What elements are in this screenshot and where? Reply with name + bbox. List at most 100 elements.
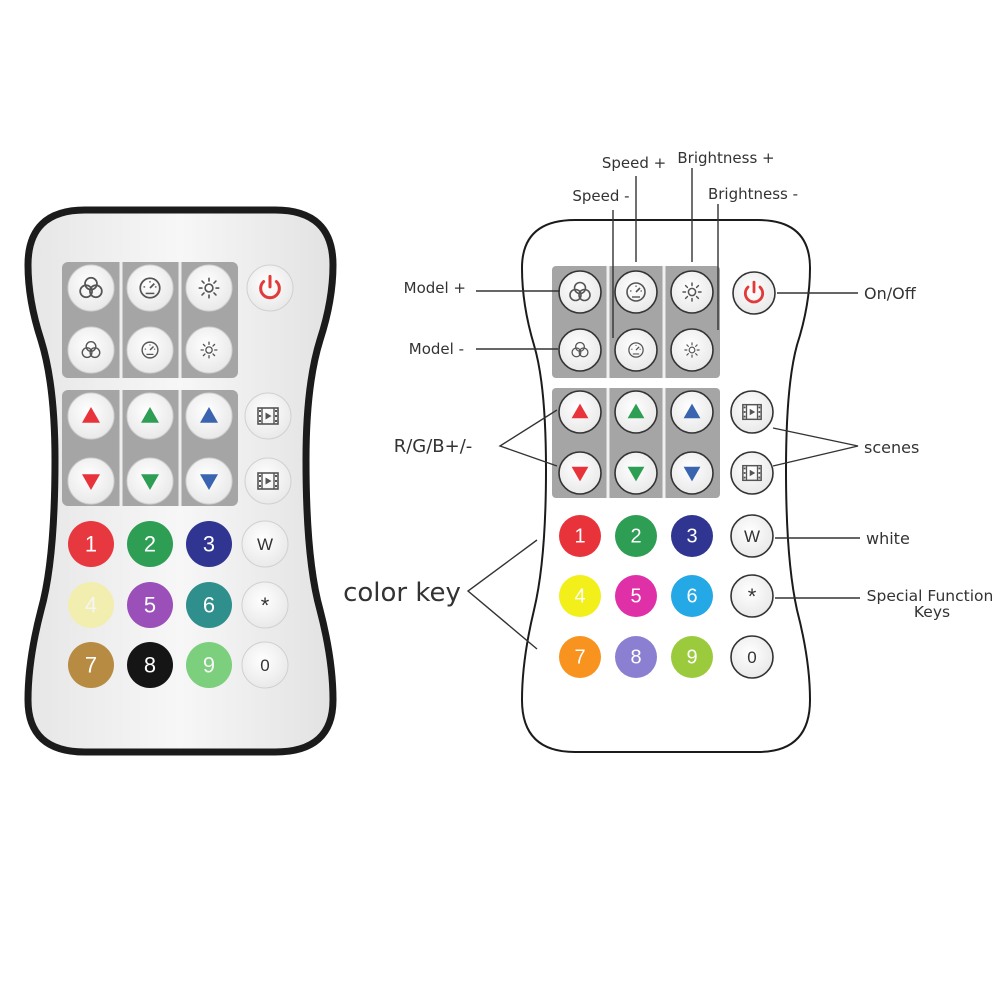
label-brightness-plus: Brightness +	[677, 149, 774, 167]
up-arrow-icon	[683, 403, 701, 419]
callout-lines	[466, 168, 860, 650]
down-arrow-icon	[82, 474, 100, 490]
callout-labels: Speed + Brightness + Speed - Brightness …	[343, 149, 993, 621]
number-key-label: 8	[144, 652, 156, 677]
left-down-key-0[interactable]	[67, 457, 115, 505]
right-special-function-key-label: *	[748, 584, 757, 609]
left-up-key-0[interactable]	[67, 392, 115, 440]
right-up-key-2[interactable]	[670, 390, 714, 434]
right-func-key-0-0[interactable]	[558, 270, 602, 314]
left-scene-button-1[interactable]	[244, 392, 292, 440]
right-number-key-3[interactable]: 3	[671, 515, 713, 557]
left-zero-key[interactable]: 0	[241, 641, 289, 689]
down-arrow-icon	[141, 474, 159, 490]
label-color-key: color key	[343, 578, 461, 608]
down-arrow-icon	[571, 466, 589, 482]
left-down-key-2[interactable]	[185, 457, 233, 505]
label-special-keys: Keys	[914, 603, 950, 621]
right-down-key-1[interactable]	[614, 451, 658, 495]
right-number-key-2[interactable]: 2	[615, 515, 657, 557]
left-number-key-3[interactable]: 3	[186, 521, 232, 567]
left-remote: 1 2 3 4 5 6 7 8 9 W * 0	[24, 206, 337, 756]
up-arrow-icon	[200, 407, 218, 423]
right-number-key-8[interactable]: 8	[615, 636, 657, 678]
left-number-key-6[interactable]: 6	[186, 582, 232, 628]
right-zero-key-label: 0	[747, 648, 756, 667]
right-number-key-4[interactable]: 4	[559, 575, 601, 617]
left-scene-button-2[interactable]	[244, 457, 292, 505]
left-number-key-7[interactable]: 7	[68, 642, 114, 688]
number-key-label: 1	[574, 526, 585, 548]
left-func-key-0-0[interactable]	[67, 264, 115, 312]
left-number-key-5[interactable]: 5	[127, 582, 173, 628]
number-key-label: 4	[574, 586, 585, 608]
left-up-key-2[interactable]	[185, 392, 233, 440]
left-number-key-1[interactable]: 1	[68, 521, 114, 567]
right-down-key-2[interactable]	[670, 451, 714, 495]
number-key-label: 9	[686, 647, 697, 669]
right-white-key[interactable]: W	[730, 514, 774, 558]
right-func-key-0-1[interactable]	[614, 270, 658, 314]
number-key-label: 5	[630, 586, 641, 608]
right-number-key-5[interactable]: 5	[615, 575, 657, 617]
number-key-label: 9	[203, 652, 215, 677]
number-key-label: 5	[144, 592, 156, 617]
left-func-key-1-1[interactable]	[126, 326, 174, 374]
right-number-key-7[interactable]: 7	[559, 636, 601, 678]
number-key-label: 1	[85, 531, 97, 556]
right-scene-button-1[interactable]	[730, 390, 774, 434]
left-number-key-9[interactable]: 9	[186, 642, 232, 688]
up-arrow-icon	[82, 407, 100, 423]
number-key-label: 2	[630, 526, 641, 548]
left-power-button[interactable]	[246, 264, 294, 312]
right-number-key-9[interactable]: 9	[671, 636, 713, 678]
number-key-label: 7	[85, 652, 97, 677]
number-key-label: 3	[203, 531, 215, 556]
right-up-key-1[interactable]	[614, 390, 658, 434]
left-func-key-1-2[interactable]	[185, 326, 233, 374]
right-special-function-key[interactable]: *	[730, 574, 774, 618]
label-rgb: R/G/B+/-	[394, 436, 473, 457]
left-down-key-1[interactable]	[126, 457, 174, 505]
label-speed-minus: Speed -	[572, 187, 629, 205]
label-on-off: On/Off	[864, 284, 917, 303]
right-power-button[interactable]	[732, 271, 776, 315]
label-model-minus: Model -	[409, 340, 464, 358]
right-white-key-label: W	[744, 527, 760, 546]
number-key-label: 3	[686, 526, 697, 548]
right-func-key-1-2[interactable]	[670, 328, 714, 372]
label-scenes: scenes	[864, 438, 919, 457]
left-number-key-4[interactable]: 4	[68, 582, 114, 628]
right-number-key-1[interactable]: 1	[559, 515, 601, 557]
right-func-key-1-1[interactable]	[614, 328, 658, 372]
right-zero-key[interactable]: 0	[730, 635, 774, 679]
label-model-plus: Model +	[404, 279, 466, 297]
left-func-key-0-2[interactable]	[185, 264, 233, 312]
label-speed-plus: Speed +	[602, 154, 666, 172]
right-down-key-0[interactable]	[558, 451, 602, 495]
up-arrow-icon	[571, 403, 589, 419]
left-number-key-8[interactable]: 8	[127, 642, 173, 688]
left-up-key-1[interactable]	[126, 392, 174, 440]
up-arrow-icon	[141, 407, 159, 423]
left-special-function-key[interactable]: *	[241, 581, 289, 629]
down-arrow-icon	[683, 466, 701, 482]
number-key-label: 6	[203, 592, 215, 617]
label-special-function: Special Function	[867, 587, 994, 605]
right-func-key-1-0[interactable]	[558, 328, 602, 372]
label-white: white	[866, 529, 910, 548]
left-number-key-2[interactable]: 2	[127, 521, 173, 567]
left-func-key-1-0[interactable]	[67, 326, 115, 374]
left-zero-key-label: 0	[260, 656, 269, 675]
number-key-label: 2	[144, 531, 156, 556]
right-up-key-0[interactable]	[558, 390, 602, 434]
number-key-label: 4	[85, 592, 97, 617]
right-func-key-0-2[interactable]	[670, 270, 714, 314]
right-number-key-6[interactable]: 6	[671, 575, 713, 617]
right-scene-button-2[interactable]	[730, 451, 774, 495]
left-func-key-0-1[interactable]	[126, 264, 174, 312]
number-key-label: 6	[686, 586, 697, 608]
left-white-key[interactable]: W	[241, 520, 289, 568]
